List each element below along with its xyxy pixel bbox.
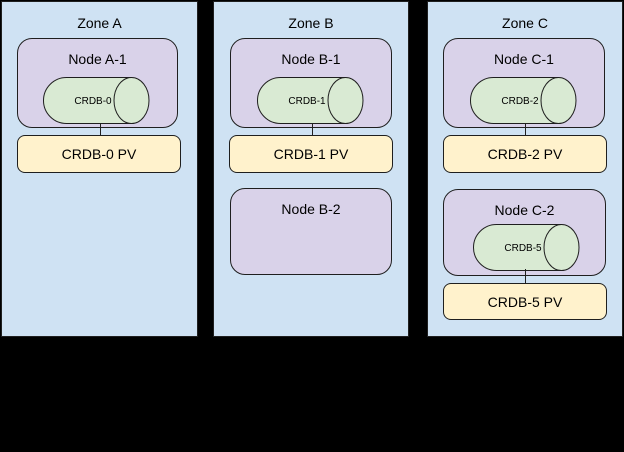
pod-crdb-2-label: CRDB-2 xyxy=(501,96,539,107)
node-b-2-label: Node B-2 xyxy=(281,201,341,217)
node-c-1-label: Node C-1 xyxy=(494,51,554,67)
pod-cylinder-crdb-0: CRDB-0 xyxy=(43,77,150,124)
node-c-2-label: Node C-2 xyxy=(494,202,555,218)
pod-crdb-0-label: CRDB-0 xyxy=(74,96,112,107)
pod-cylinder-crdb-1: CRDB-1 xyxy=(257,77,364,124)
pv-crdb-0-box: CRDB-0 PV xyxy=(17,135,181,173)
pod-crdb-5-label: CRDB-5 xyxy=(504,243,542,254)
zone-c-panel: Zone C Node C-1 CRDB-2 CRDB-2 PV Node C-… xyxy=(427,1,623,337)
zone-b-title: Zone B xyxy=(288,15,334,31)
node-b-2-box: Node B-2 xyxy=(230,188,392,275)
zone-b-panel: Zone B Node B-1 CRDB-1 CRDB-1 PV Node B-… xyxy=(213,1,409,337)
node-b-1-box: Node B-1 CRDB-1 xyxy=(230,38,392,128)
zone-c-title: Zone C xyxy=(502,15,548,31)
node-a-1-label: Node A-1 xyxy=(68,51,127,67)
pod-crdb-1-label: CRDB-1 xyxy=(288,96,326,107)
pv-crdb-5-box: CRDB-5 PV xyxy=(443,283,607,320)
node-c-1-box: Node C-1 CRDB-2 xyxy=(443,38,605,128)
zone-a-title: Zone A xyxy=(77,15,122,31)
pv-crdb-1-box: CRDB-1 PV xyxy=(229,135,393,173)
pod-cylinder-crdb-2: CRDB-2 xyxy=(470,77,577,124)
pod-to-pv-connector xyxy=(100,123,101,137)
node-a-1-box: Node A-1 CRDB-0 xyxy=(17,38,178,128)
pv-crdb-2-box: CRDB-2 PV xyxy=(443,135,607,173)
pv-crdb-1-label: CRDB-1 PV xyxy=(273,146,349,162)
node-c-2-box: Node C-2 CRDB-5 xyxy=(443,189,606,276)
pod-to-pv-connector xyxy=(312,123,313,137)
pod-cylinder-crdb-5: CRDB-5 xyxy=(473,224,580,271)
pv-crdb-2-label: CRDB-2 PV xyxy=(487,146,563,162)
pod-to-pv-connector xyxy=(525,123,526,137)
node-b-1-label: Node B-1 xyxy=(281,51,341,67)
zone-a-panel: Zone A Node A-1 CRDB-0 CRDB-0 PV xyxy=(1,1,198,337)
pv-crdb-5-label: CRDB-5 PV xyxy=(487,293,563,310)
pv-crdb-0-label: CRDB-0 PV xyxy=(61,146,137,162)
pod-to-pv-connector xyxy=(525,269,526,284)
